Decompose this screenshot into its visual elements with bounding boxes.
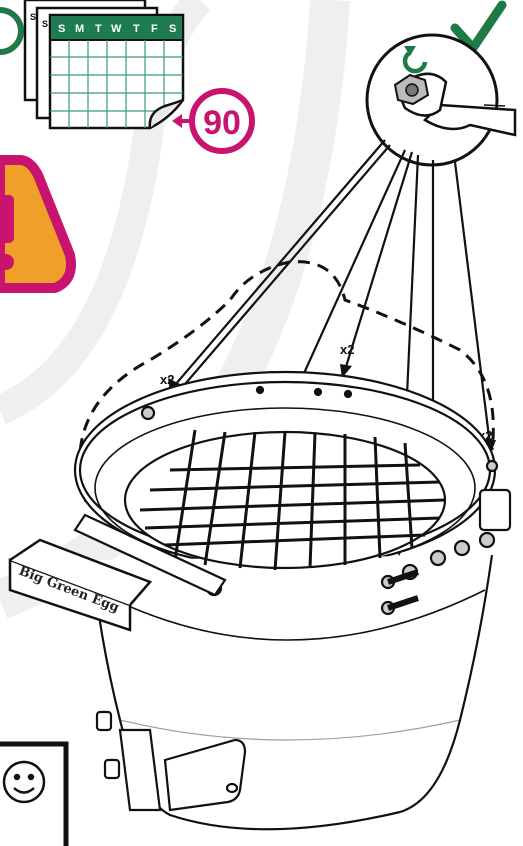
calendar-day-label: S	[169, 23, 176, 35]
calendar-back-day: S	[30, 12, 36, 22]
calendar-day-label: W	[111, 23, 122, 35]
quantity-label: x2	[340, 342, 354, 357]
wrench-icon	[393, 72, 517, 137]
smiley-icon	[2, 760, 46, 804]
days-badge: 90	[172, 88, 255, 154]
quantity-label: x2	[160, 372, 174, 387]
partial-circle-icon	[0, 7, 24, 55]
calendar-back-day: S	[42, 19, 48, 29]
calendar-day-label: M	[75, 23, 84, 35]
grill-drawing	[73, 260, 512, 831]
days-badge-value: 90	[203, 104, 241, 142]
rotate-arrow-icon	[402, 46, 428, 74]
warning-icon	[0, 155, 76, 293]
detail-magnifier	[365, 33, 517, 167]
calendar-day-label: T	[133, 23, 140, 35]
calendar-icon: S S S M T W T F S	[23, 0, 185, 130]
smiley-box	[0, 741, 69, 846]
calendar-day-label: T	[95, 23, 102, 35]
calendar-day-label: S	[58, 23, 65, 35]
calendar-day-label: F	[151, 23, 158, 35]
